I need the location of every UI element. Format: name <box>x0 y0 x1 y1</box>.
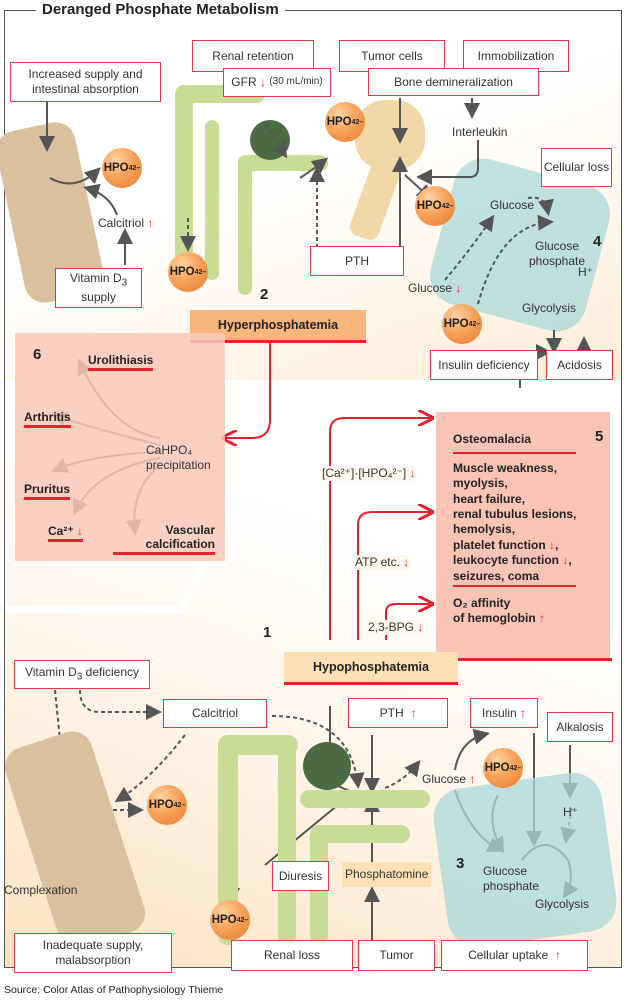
glycolysis-label: Glycolysis <box>522 301 577 315</box>
interleukin-label: Interleukin <box>452 125 508 139</box>
cahpo4-precipitation-label: CaHPO₄ precipitation <box>146 443 211 472</box>
glycolysis-label: Glycolysis <box>535 897 590 911</box>
kidney-tubule-illustration <box>300 790 430 808</box>
kidney-tubule-illustration <box>278 735 296 945</box>
complexation-label: Complexation <box>4 883 78 897</box>
kidney-tubule-illustration <box>238 155 252 295</box>
pth-box: PTH <box>310 246 404 276</box>
vitamin-d3-deficiency-box: Vitamin D3 deficiency <box>14 660 150 689</box>
immobilization-box: Immobilization <box>463 40 569 72</box>
renal-loss-box: Renal loss <box>231 940 353 971</box>
renal-retention-box: Renal retention <box>192 40 314 72</box>
tumor-box: Tumor <box>358 940 435 971</box>
source-caption: Source: Color Atlas of Pathophysiology T… <box>4 984 224 996</box>
systemic-effects-list: Muscle weakness, myolysis, heart failure… <box>453 461 577 583</box>
insulin-deficiency-box: Insulin deficiency <box>430 350 538 380</box>
decrease-arrow-icon: ↓ <box>549 537 556 552</box>
precipitation-consequences-panel <box>15 333 225 561</box>
kidney-tubule-illustration <box>310 825 410 843</box>
atp-decrease-label: ATP etc. ↓ <box>355 555 410 570</box>
bone-demineralization-box: Bone demineralization <box>368 68 539 96</box>
osteomalacia-label: Osteomalacia <box>453 432 532 446</box>
calcitriol-box: Calcitriol <box>163 699 267 728</box>
glucose-increase-label: Glucose ↑ <box>422 772 476 786</box>
glomerulus-illustration <box>303 742 351 790</box>
kidney-tubule-illustration <box>175 85 193 270</box>
cellular-uptake-box: Cellular uptake ↑ <box>441 940 588 971</box>
bpg-decrease-label: 2,3-BPG ↓ <box>368 620 424 635</box>
urolithiasis-label: Urolithiasis <box>88 353 154 371</box>
h-plus-label: H⁺ <box>563 805 578 819</box>
h-plus-label: H⁺ <box>578 265 593 279</box>
panel-number-6: 6 <box>33 346 42 363</box>
pruritus-label: Pruritus <box>24 482 71 500</box>
increase-arrow-icon: ↑ <box>469 772 476 786</box>
tumor-cells-box: Tumor cells <box>339 40 445 72</box>
cellular-loss-box: Cellular loss <box>541 148 612 187</box>
section-number-2: 2 <box>260 286 269 303</box>
gfr-box: GFR ↓ (30 mL/min) <box>223 68 331 97</box>
section-number-1: 1 <box>263 624 272 641</box>
diuresis-box: Diuresis <box>272 861 329 891</box>
phosphatomine-label: Phosphatomine <box>342 862 432 887</box>
insulin-increase-box: Insulin ↑ <box>470 698 538 728</box>
glucose-label: Glucose <box>490 198 535 212</box>
glucose-decrease-label: Glucose ↓ <box>408 281 462 295</box>
decrease-arrow-icon: ↓ <box>409 466 416 480</box>
decrease-arrow-icon: ↓ <box>455 281 462 295</box>
inadequate-supply-box: Inadequate supply, malabsorption <box>14 933 172 973</box>
increase-arrow-icon: ↑ <box>410 705 417 720</box>
increase-arrow-icon: ↑ <box>539 611 545 626</box>
alkalosis-box: Alkalosis <box>547 712 613 742</box>
decrease-arrow-icon: ↓ <box>562 553 569 568</box>
decrease-arrow-icon: ↓ <box>77 524 84 538</box>
decrease-arrow-icon: ↓ <box>417 620 424 634</box>
decrease-arrow-icon: ↓ <box>403 555 410 569</box>
panel-number-5: 5 <box>595 428 604 445</box>
calcium-decrease-label: Ca²⁺ ↓ <box>48 524 84 542</box>
hypophosphatemia-banner: Hypophosphatemia <box>284 652 458 685</box>
kidney-tubule-illustration <box>218 735 238 945</box>
acidosis-box: Acidosis <box>546 350 613 380</box>
glucose-phosphate-label: Glucose phosphate <box>528 239 586 268</box>
increase-arrow-icon: ↑ <box>147 216 154 230</box>
vascular-calcification-label: Vascular calcification <box>113 523 215 555</box>
glomerulus-illustration <box>250 120 290 160</box>
calcitriol-label: Calcitriol ↑ <box>98 216 154 230</box>
arthritis-label: Arthritis <box>24 410 71 428</box>
cell-number-4: 4 <box>593 233 602 250</box>
decrease-arrow-icon: ↓ <box>259 75 266 89</box>
increase-arrow-icon: ↑ <box>520 705 527 720</box>
pth-increase-box: PTH ↑ <box>348 698 448 728</box>
bone-illustration <box>355 100 425 170</box>
divider-line <box>453 452 576 454</box>
kidney-tubule-illustration <box>205 120 219 280</box>
divider-line <box>453 585 576 587</box>
increase-arrow-icon: ↑ <box>554 948 561 962</box>
glucose-phosphate-label: Glucose phosphate <box>483 864 540 893</box>
increased-supply-box: Increased supply and intestinal absorpti… <box>10 62 161 102</box>
page-title: Deranged Phosphate Metabolism <box>36 1 285 18</box>
ca-hpo4-product-label: [Ca²⁺]·[HPO₄²⁻] ↓ <box>322 466 416 481</box>
divider-line <box>402 658 612 661</box>
cell-number-3: 3 <box>456 855 465 872</box>
